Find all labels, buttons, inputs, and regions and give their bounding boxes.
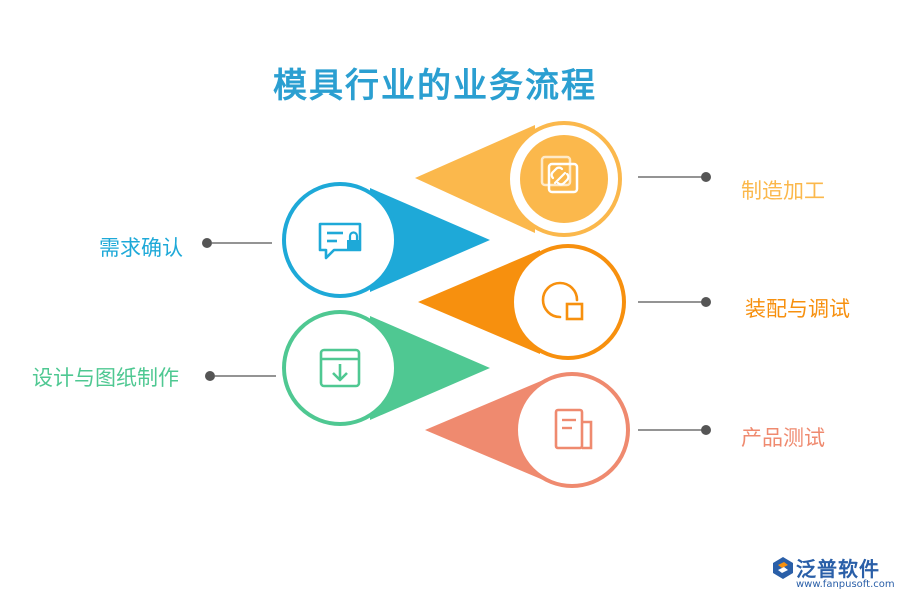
step-manufacturing bbox=[415, 121, 711, 237]
circle-assembly bbox=[510, 244, 626, 360]
circle-testing bbox=[514, 372, 630, 488]
link-icon bbox=[540, 155, 579, 194]
page-title: 模具行业的业务流程 bbox=[273, 66, 597, 106]
pointer-testing bbox=[425, 378, 548, 482]
pointer-assembly bbox=[418, 250, 540, 354]
connector-dot-design bbox=[205, 371, 215, 381]
label-manufacturing: 制造加工 bbox=[741, 179, 825, 203]
connector-dot-manufacturing bbox=[701, 172, 711, 182]
label-assembly: 装配与调试 bbox=[745, 297, 850, 321]
pointer-requirements bbox=[370, 188, 490, 292]
connector-dot-requirements bbox=[202, 238, 212, 248]
logo-name: 泛普软件 bbox=[796, 557, 880, 581]
label-requirements: 需求确认 bbox=[99, 236, 183, 260]
chat-lock-icon bbox=[318, 222, 362, 260]
step-assembly bbox=[418, 244, 711, 360]
pointer-manufacturing bbox=[415, 125, 535, 233]
connector-dot-testing bbox=[701, 425, 711, 435]
document-icon bbox=[554, 408, 593, 450]
connector-dot-assembly bbox=[701, 297, 711, 307]
step-requirements bbox=[202, 182, 490, 298]
pointer-design bbox=[370, 316, 490, 420]
chart-box-icon bbox=[541, 281, 584, 321]
label-testing: 产品测试 bbox=[741, 426, 825, 450]
circle-requirements bbox=[282, 182, 398, 298]
logo-mark-icon bbox=[773, 557, 793, 579]
archive-download-icon bbox=[319, 348, 361, 388]
logo-url: www.fanpusoft.com bbox=[796, 579, 895, 590]
step-testing bbox=[425, 372, 711, 488]
step-design bbox=[205, 310, 490, 426]
label-design: 设计与图纸制作 bbox=[32, 366, 179, 390]
disc-manufacturing bbox=[520, 135, 608, 223]
brand-logo: 泛普软件 www.fanpusoft.com bbox=[772, 553, 895, 595]
